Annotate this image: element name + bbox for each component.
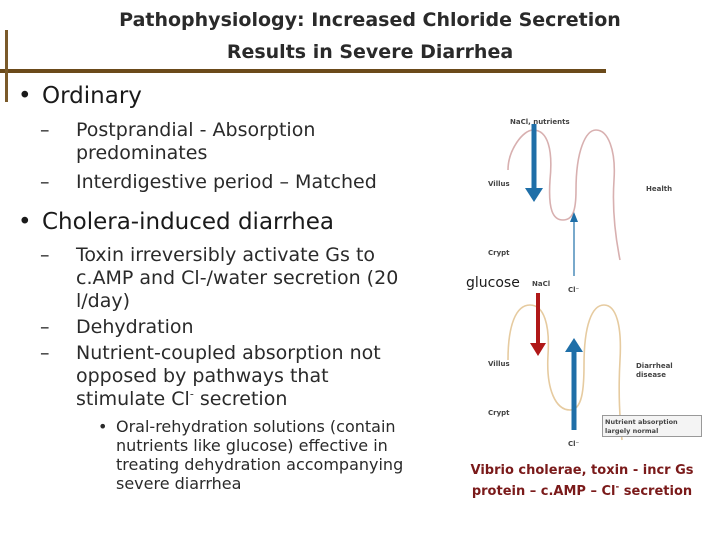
sub-bullet-text: Toxin irreversibly activate Gs to c.AMP … (76, 244, 399, 312)
bullet-dot: • (18, 209, 32, 235)
sub-sub-bullet-text: Oral-rehydration solutions (contain nutr… (116, 417, 404, 493)
blue-arrowhead-up-bottom (565, 338, 583, 352)
sub-bullet-text: Dehydration (76, 316, 194, 338)
caption-line-2a: protein – c.AMP – Cl (471, 484, 616, 499)
dash: – (40, 316, 50, 338)
caption-line-2b: secretion (619, 484, 693, 499)
bullet-ordinary: • Ordinary (18, 82, 438, 110)
villus-outline-top (507, 129, 621, 261)
caption-line-1: Vibrio cholerae, toxin - incr Gs (470, 463, 694, 478)
label-villus-top: Villus (488, 180, 510, 188)
label-disease: disease (636, 371, 666, 379)
caption-line-2: protein – c.AMP – Cl- secretion (452, 481, 712, 502)
sub-bullet: – Postprandial - Absorption predominates (40, 119, 438, 165)
sub-bullet: – Interdigestive period – Matched (40, 171, 438, 194)
dash: – (40, 119, 50, 141)
dash: – (40, 244, 50, 266)
caption-sup: - (615, 482, 620, 493)
figure-caption: Vibrio cholerae, toxin - incr Gs protein… (452, 460, 712, 502)
sub-bullet-text: Interdigestive period – Matched (76, 171, 377, 193)
red-arrowhead-down (530, 343, 546, 356)
nutrient-absorption-box: Nutrient absorption largely normal (602, 415, 702, 437)
label-crypt-bottom: Crypt (488, 409, 510, 417)
label-crypt-top: Crypt (488, 249, 510, 257)
bullet-text: Ordinary (42, 83, 142, 109)
bullet-text: Cholera-induced diarrhea (42, 209, 334, 235)
superscript-minus: - (189, 387, 194, 401)
label-villus-bottom: Villus (488, 360, 510, 368)
bullet-list: • Ordinary – Postprandial - Absorption p… (18, 80, 438, 493)
label-diarrheal: Diarrheal (636, 362, 673, 370)
dash: – (40, 171, 50, 193)
page-title: Pathophysiology: Increased Chloride Secr… (60, 4, 680, 68)
villus-crypt-figure (507, 124, 623, 441)
villus-outline-bottom (507, 304, 623, 441)
bullet-dot: • (98, 417, 108, 436)
sub-bullet: – Toxin irreversibly activate Gs to c.AM… (40, 244, 438, 313)
sub-sub-bullet: • Oral-rehydration solutions (contain nu… (98, 417, 438, 493)
sub-bullet-text: Postprandial - Absorption predominates (76, 119, 316, 164)
label-cl-bottom: Cl⁻ (568, 440, 580, 448)
blue-arrowhead-up (570, 212, 578, 222)
left-accent-bar (5, 30, 8, 102)
title-line-1: Pathophysiology: Increased Chloride Secr… (119, 9, 621, 31)
bullet-dot: • (18, 83, 32, 109)
sub-bullet: – Nutrient-coupled absorption not oppose… (40, 342, 438, 411)
sub-bullet-text: Nutrient-coupled absorption not opposed … (76, 342, 381, 410)
title-underline (0, 69, 606, 73)
title-line-2: Results in Severe Diarrhea (226, 41, 514, 63)
sub-bullet: – Dehydration (40, 316, 438, 339)
label-cl-top: Cl⁻ (568, 286, 580, 294)
label-nacl-nutrients: NaCl, nutrients (510, 118, 570, 126)
label-nacl: NaCl (532, 280, 551, 288)
blue-arrowhead-down (525, 188, 543, 202)
bullet-cholera: • Cholera-induced diarrhea (18, 208, 438, 236)
dash: – (40, 342, 50, 364)
glucose-label: glucose (466, 275, 520, 291)
label-health: Health (646, 185, 673, 193)
sub-bullet-text-tail: secretion (199, 388, 288, 410)
